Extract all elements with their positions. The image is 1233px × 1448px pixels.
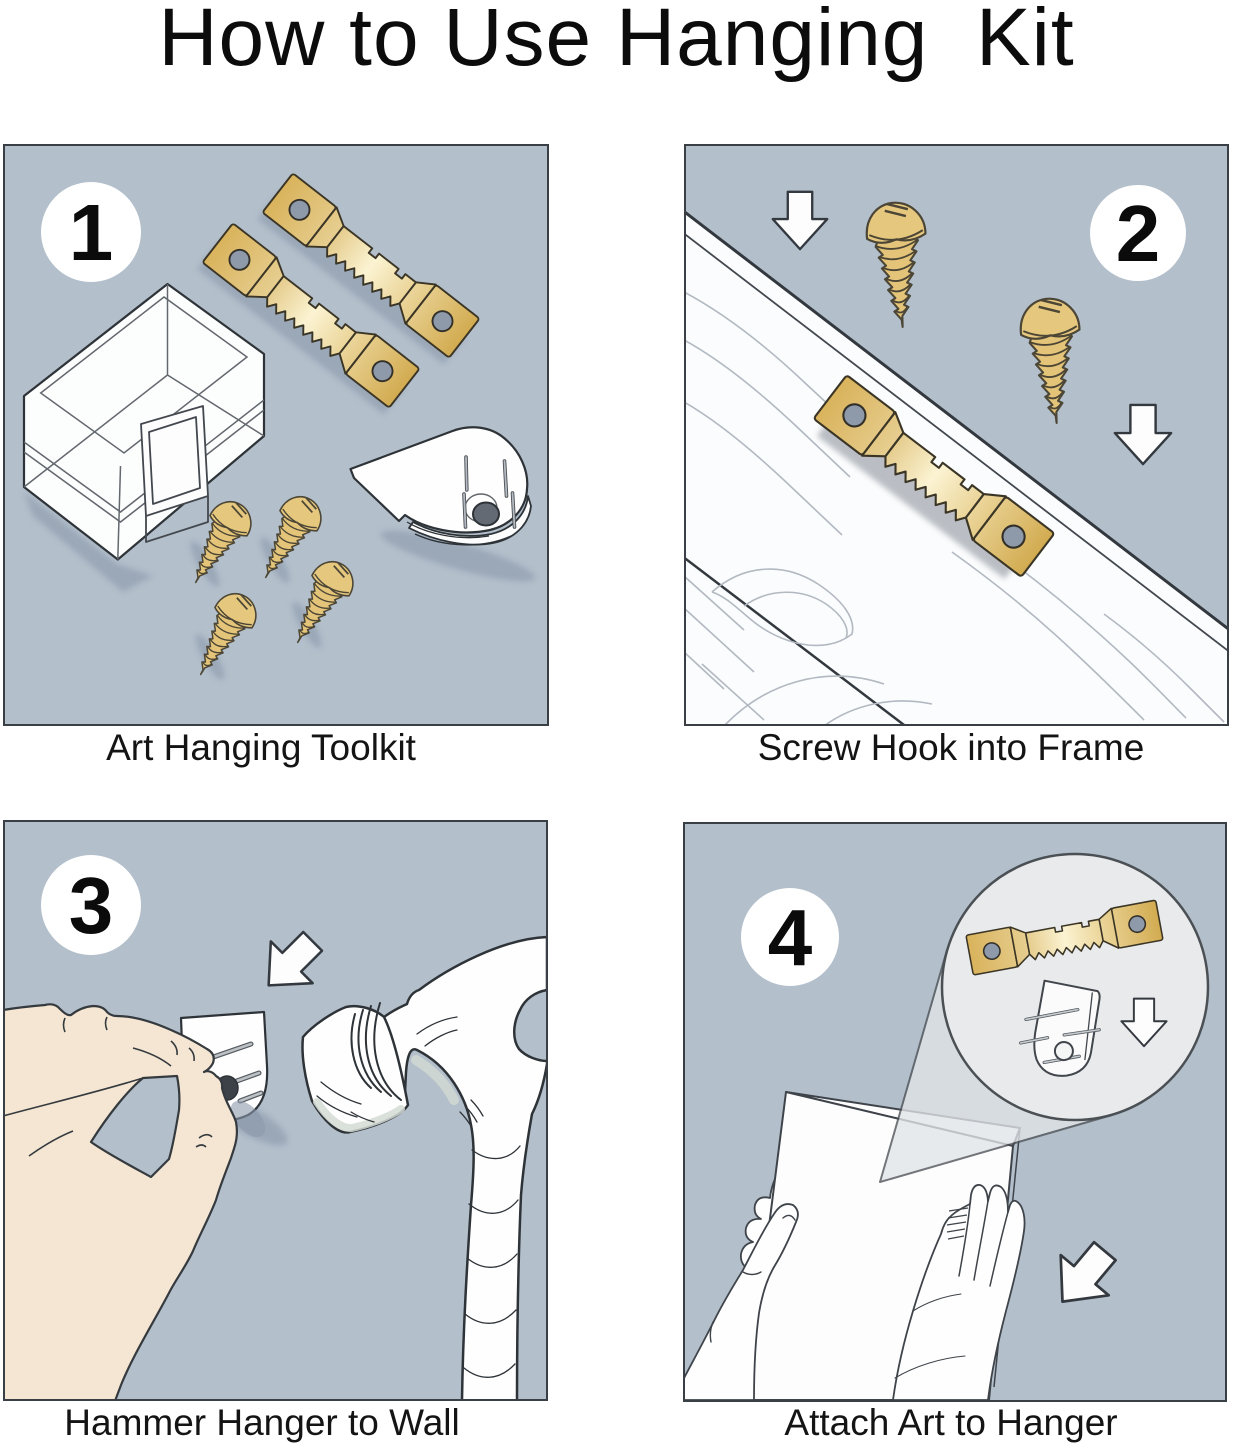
svg-text:4: 4 <box>768 893 813 982</box>
svg-text:1: 1 <box>69 188 114 277</box>
svg-text:2: 2 <box>1116 189 1161 278</box>
svg-text:3: 3 <box>69 861 114 950</box>
